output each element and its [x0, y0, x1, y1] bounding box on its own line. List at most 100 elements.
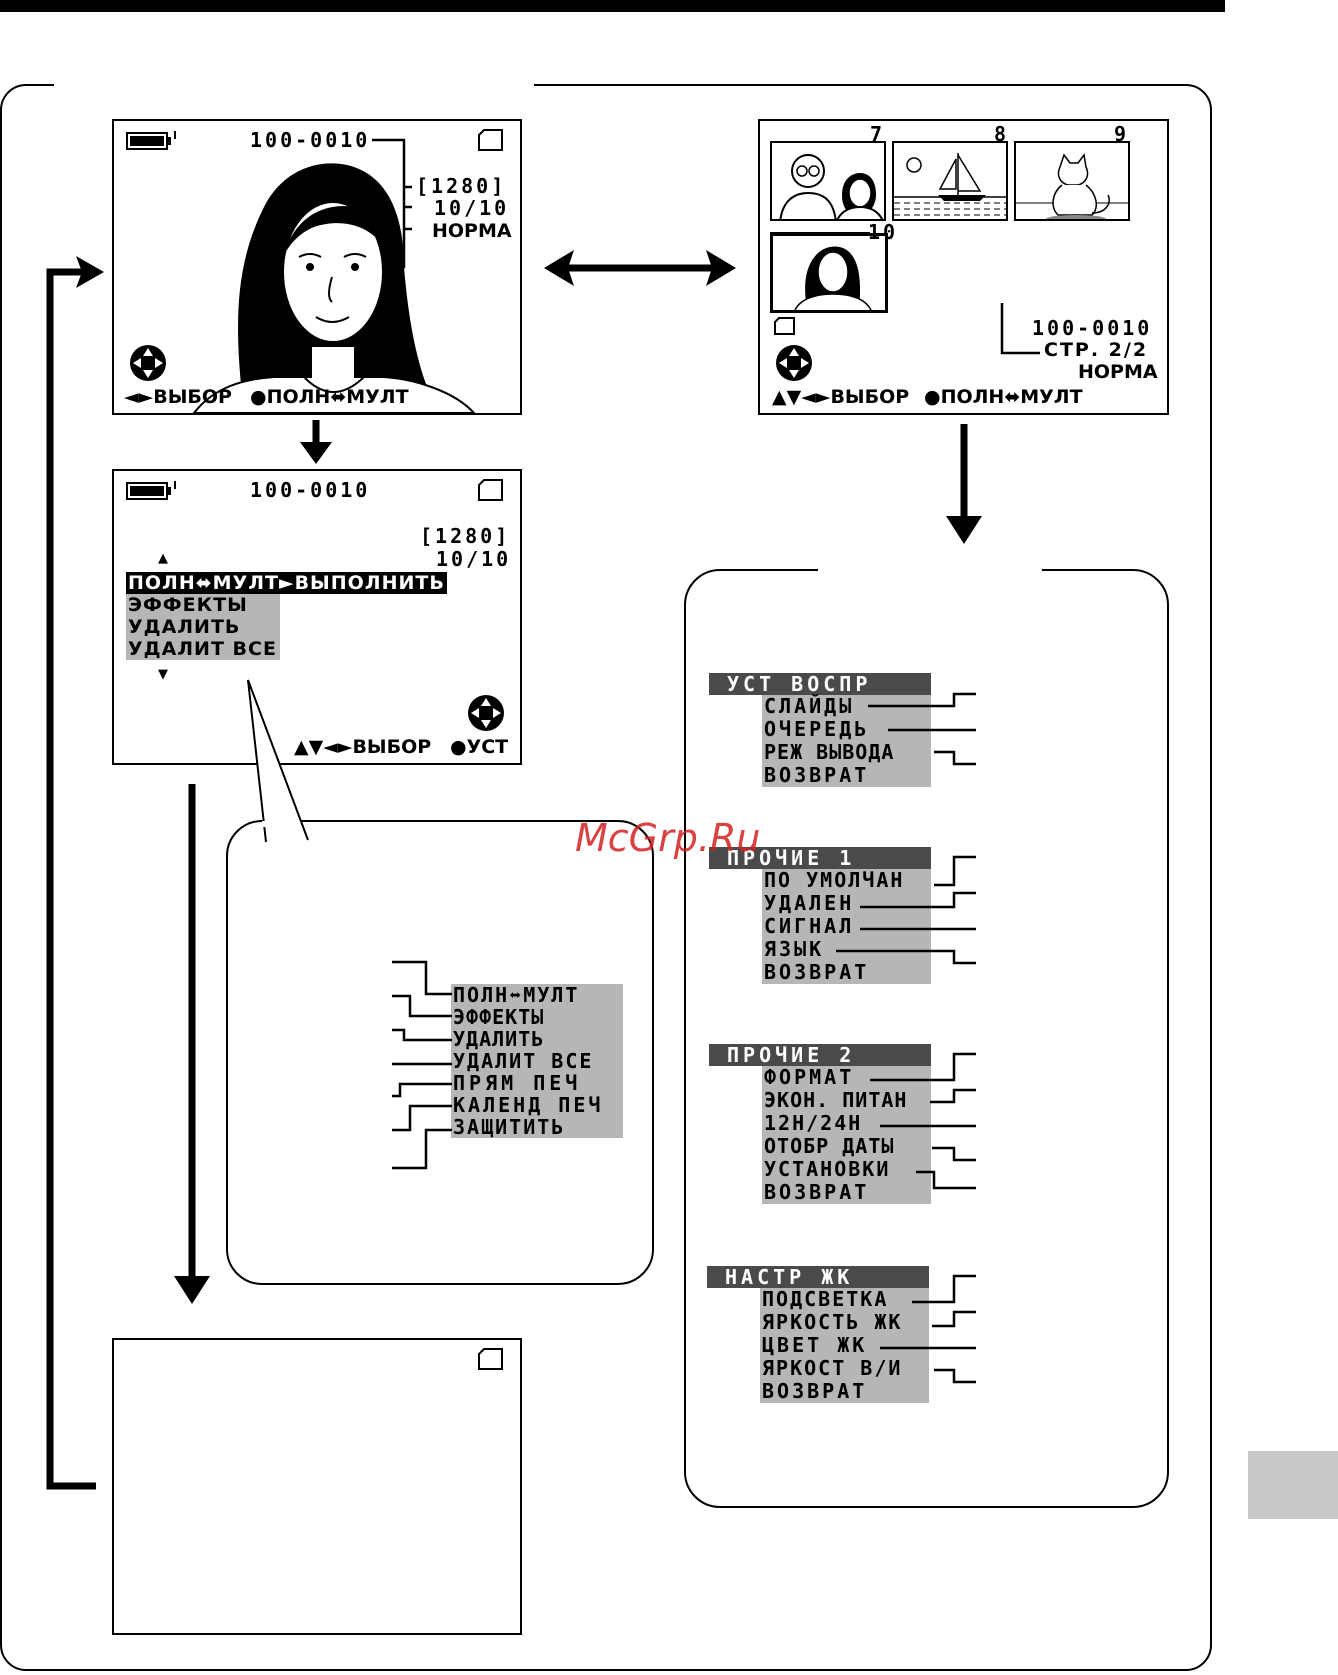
setup-item-settings[interactable]: УСТАНОВКИ — [762, 1158, 931, 1181]
setup-item-back[interactable]: ВОЗВРАТ — [760, 1380, 929, 1403]
setup-item-queue[interactable]: ОЧЕРЕДЬ — [762, 718, 931, 741]
frame-count: 10/10 — [436, 547, 512, 571]
thumbnail-8[interactable] — [892, 141, 1008, 221]
return-loop-arrow — [46, 256, 104, 1490]
hint-toggle: ●ПОЛН⬌МУЛТ — [924, 386, 1083, 408]
index-screen: 7 8 9 10 100-0010 — [758, 119, 1169, 415]
frame-count: 10/10 — [434, 196, 510, 220]
frame-title-gap — [54, 76, 534, 92]
single-image-screen: 100-0010 [1280] 10/10 НОРМА ◄►ВЫБОР ●ПОЛ… — [112, 119, 522, 415]
hint-toggle: ●ПОЛН⬌МУЛТ — [250, 386, 409, 408]
setup-menu-playback: УСТ ВОСПР СЛАЙДЫ ОЧЕРЕДЬ РЕЖ ВЫВОДА ВОЗВ… — [709, 673, 931, 787]
setup-menu-other-2: ПРОЧИЕ 2 ФОРМАТ ЭКОН. ПИТАН 12H/24H ОТОБ… — [709, 1044, 931, 1204]
setup-menu-title: ПРОЧИЕ 1 — [709, 847, 931, 869]
hint-select: ▲▼◄►ВЫБОР — [294, 736, 432, 758]
dpad-icon — [776, 345, 812, 381]
setup-item-defaults[interactable]: ПО УМОЛЧАН — [762, 869, 931, 892]
hint-select: ▲▼◄►ВЫБОР — [772, 386, 910, 408]
setup-item-date-display[interactable]: ОТОБР ДАТЫ — [762, 1135, 931, 1158]
setup-item-lcd-brightness[interactable]: ЯРКОСТЬ ЖК — [760, 1311, 929, 1334]
quality: НОРМА — [1078, 361, 1158, 383]
chapter-tab — [1248, 1451, 1338, 1519]
setup-menu-other-1: ПРОЧИЕ 1 ПО УМОЛЧАН УДАЛЕН СИГНАЛ ЯЗЫК В… — [709, 847, 931, 984]
portrait-thumb-image — [794, 246, 872, 310]
watermark: McGrp.Ru — [575, 816, 761, 860]
thumbnail-number-10: 10 — [868, 220, 899, 244]
resolution: [1280] — [420, 524, 511, 548]
battery-icon — [126, 131, 176, 150]
menu-item-full-multi-execute[interactable]: ПОЛН⬌МУЛТ►ВЫПОЛНИТЬ — [126, 572, 447, 594]
playback-menu: ПОЛН⬌МУЛТ►ВЫПОЛНИТЬ ЭФФЕКТЫ УДАЛИТЬ УДАЛ… — [126, 572, 447, 660]
top-rule — [0, 0, 1225, 12]
setup-menu-title: ПРОЧИЕ 2 — [709, 1044, 931, 1066]
callout-menu: ПОЛН⬌МУЛТ ЭФФЕКТЫ УДАЛИТЬ УДАЛИТ ВСЕ ПРЯ… — [451, 984, 623, 1138]
setup-item-viewfinder-brightness[interactable]: ЯРКОСТ В/И — [760, 1357, 929, 1380]
setup-item-back[interactable]: ВОЗВРАТ — [762, 961, 931, 984]
file-number: 100-0010 — [250, 478, 371, 502]
callout-item-full-multi[interactable]: ПОЛН⬌МУЛТ — [451, 984, 623, 1006]
arrow-down-to-menu — [300, 420, 332, 464]
arrow-down-to-blank — [174, 784, 210, 1304]
scroll-down-indicator: ▼ — [158, 667, 168, 682]
setup-item-time-format[interactable]: 12H/24H — [762, 1112, 931, 1135]
callout-connector-lines — [392, 960, 452, 1170]
setup-menu-other-1-lines — [836, 855, 976, 965]
page-frame — [0, 84, 1212, 1671]
memory-card-icon — [774, 317, 795, 335]
setup-menu-lcd-lines — [880, 1274, 976, 1384]
setup-item-output-mode[interactable]: РЕЖ ВЫВОДА — [762, 741, 931, 764]
memory-card-icon — [478, 1348, 503, 1370]
memory-card-icon — [478, 479, 503, 501]
thumbnail-10-label-line — [770, 232, 870, 234]
dpad-icon — [130, 345, 166, 381]
file-number: 100-0010 — [1032, 316, 1153, 340]
setup-item-backlight[interactable]: ПОДСВЕТКА — [760, 1288, 929, 1311]
setup-item-removed[interactable]: УДАЛЕН — [762, 892, 931, 915]
callout-item-effects[interactable]: ЭФФЕКТЫ — [451, 1006, 623, 1028]
menu-item-delete[interactable]: УДАЛИТЬ — [126, 616, 280, 638]
callout-item-direct-print[interactable]: ПРЯМ ПЕЧ — [451, 1072, 623, 1094]
setup-menu-playback-lines — [868, 692, 976, 766]
info-bracket — [1000, 303, 1040, 355]
blank-screen — [112, 1338, 522, 1635]
callout-item-delete[interactable]: УДАЛИТЬ — [451, 1028, 623, 1050]
page-indicator: СТР. 2/2 — [1044, 339, 1149, 361]
file-number: 100-0010 — [250, 128, 371, 152]
setup-item-signal[interactable]: СИГНАЛ — [762, 915, 931, 938]
setup-menu-lcd: НАСТР ЖК ПОДСВЕТКА ЯРКОСТЬ ЖК ЦВЕТ ЖК ЯР… — [707, 1266, 929, 1403]
callout-item-delete-all[interactable]: УДАЛИТ ВСЕ — [451, 1050, 623, 1072]
setup-menu-title: НАСТР ЖК — [707, 1266, 929, 1288]
setup-menu-title: УСТ ВОСПР — [709, 673, 931, 695]
quality: НОРМА — [432, 220, 512, 242]
memory-card-icon — [478, 129, 503, 151]
cat-image — [1016, 153, 1128, 219]
playback-menu-screen: 100-0010 [1280] 10/10 ▲ ПОЛН⬌МУЛТ►ВЫПОЛН… — [112, 469, 522, 765]
bidirectional-arrow — [544, 250, 736, 286]
dpad-icon — [468, 695, 504, 731]
thumbnail-7[interactable] — [770, 141, 886, 221]
menu-item-effects[interactable]: ЭФФЕКТЫ — [126, 594, 280, 616]
thumbnail-number-9: 9 — [1114, 122, 1130, 146]
menu-item-delete-all[interactable]: УДАЛИТ ВСЕ — [126, 638, 280, 660]
setup-menu-other-2-lines — [870, 1052, 976, 1190]
setup-item-lcd-color[interactable]: ЦВЕТ ЖК — [760, 1334, 929, 1357]
resolution: [1280] — [416, 174, 507, 198]
setup-item-slides[interactable]: СЛАЙДЫ — [762, 695, 931, 718]
couple-image — [779, 154, 884, 219]
thumbnail-9[interactable] — [1014, 141, 1130, 221]
callout-item-protect[interactable]: ЗАЩИТИТЬ — [451, 1116, 623, 1138]
thumbnail-10-selected[interactable] — [770, 233, 888, 313]
setup-panel-title-gap — [818, 560, 1042, 580]
setup-item-power-save[interactable]: ЭКОН. ПИТАН — [762, 1089, 931, 1112]
thumbnail-number-8: 8 — [994, 122, 1010, 146]
scroll-up-indicator: ▲ — [158, 551, 168, 566]
arrow-down-to-setup — [946, 424, 982, 544]
setup-item-back[interactable]: ВОЗВРАТ — [762, 764, 931, 787]
setup-item-format[interactable]: ФОРМАТ — [762, 1066, 931, 1089]
battery-icon — [126, 481, 176, 500]
setup-item-language[interactable]: ЯЗЫК — [762, 938, 931, 961]
setup-item-back[interactable]: ВОЗВРАТ — [762, 1181, 931, 1204]
thumbnail-number-7: 7 — [870, 122, 886, 146]
hint-set: ●УСТ — [450, 736, 509, 758]
callout-item-calendar-print[interactable]: КАЛЕНД ПЕЧ — [451, 1094, 623, 1116]
